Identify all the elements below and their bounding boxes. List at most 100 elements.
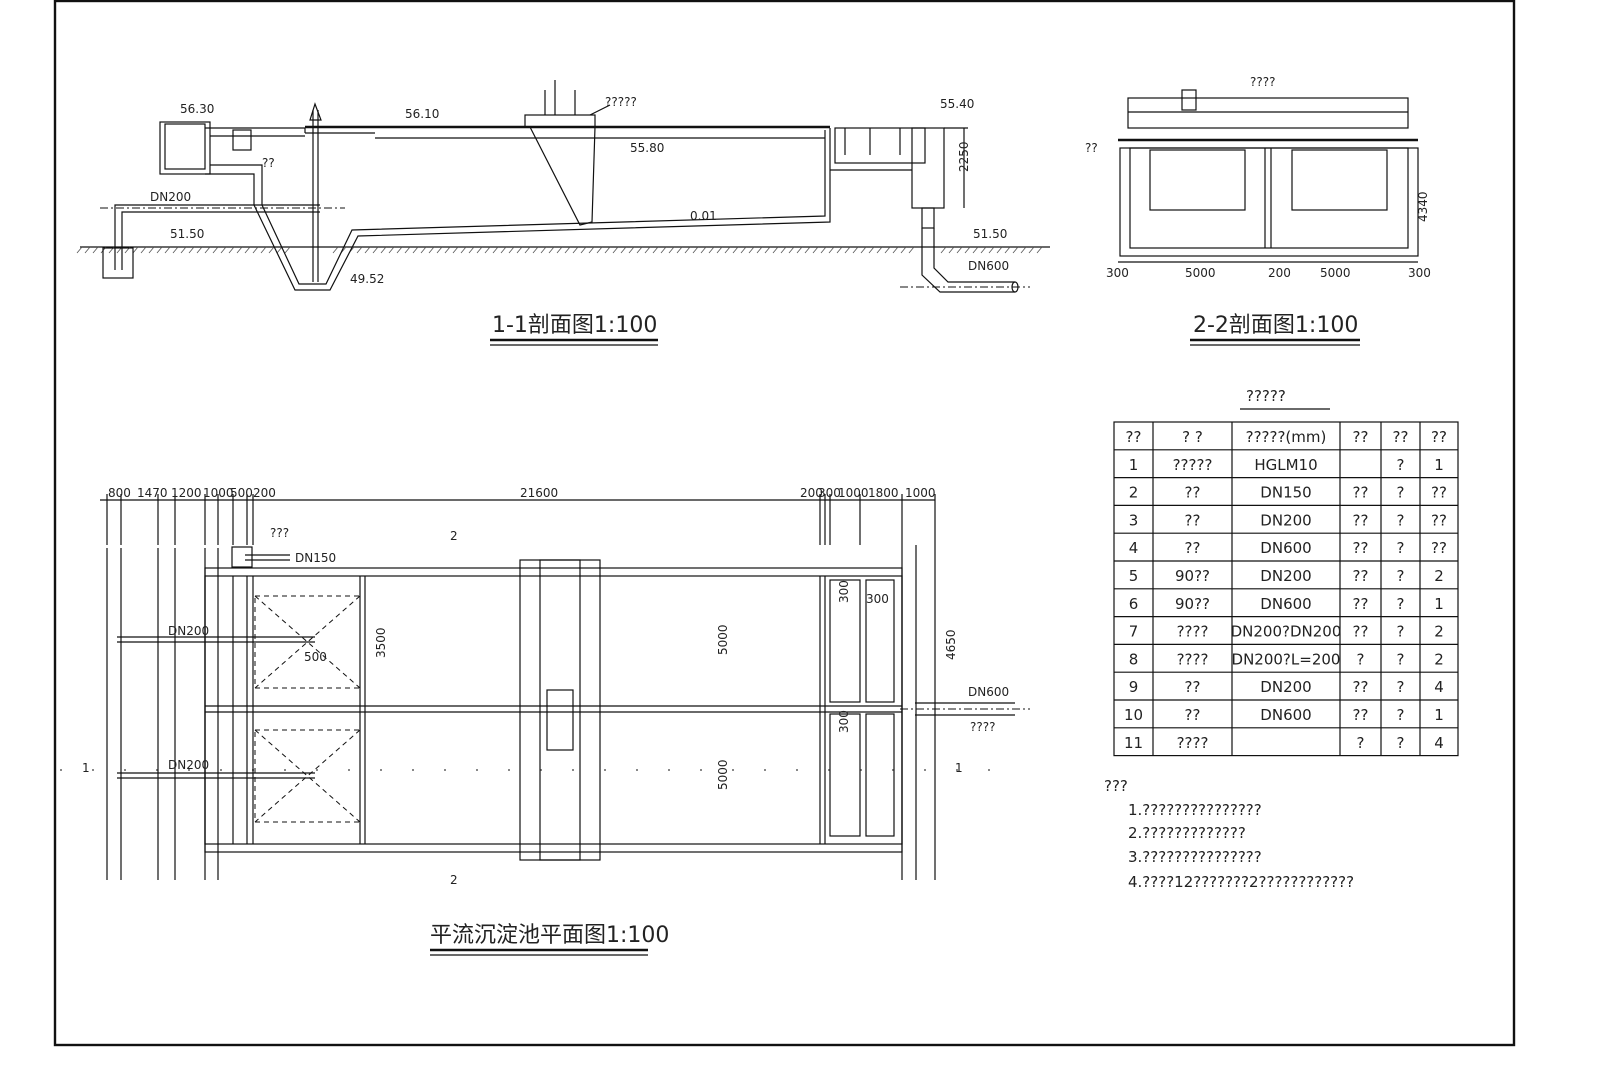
bridge-railing xyxy=(1127,97,1409,129)
table-cell: ? xyxy=(1357,734,1365,752)
section-mark-2: 2 xyxy=(450,529,458,543)
table-cell: 2 xyxy=(1129,484,1139,502)
table-cell: ?? xyxy=(1431,511,1447,529)
scraper-label: ????? xyxy=(605,95,637,109)
equipment-table: ????? ??? ??????(mm)??????1?????HGLM10?1… xyxy=(1113,387,1459,757)
table-cell: 1 xyxy=(1129,456,1139,474)
dim: 1000 xyxy=(905,486,936,500)
table-cell: 4 xyxy=(1129,539,1139,557)
table-cell: DN200 xyxy=(1260,678,1311,696)
table-cell: ?? xyxy=(1185,511,1201,529)
pipe-inlet-label: DN200 xyxy=(150,190,191,204)
table-cell: ? xyxy=(1397,539,1405,557)
dim-height: 4340 xyxy=(1416,191,1430,222)
table-cell: ?? xyxy=(1431,484,1447,502)
section-1-1: 56.30 56.10 55.80 55.40 51.50 51.50 49.5… xyxy=(76,80,1050,346)
label-left: ?? xyxy=(1085,141,1098,155)
dim: 200 xyxy=(800,486,823,500)
note-item: 2.????????????? xyxy=(1128,824,1246,842)
dim: 500 xyxy=(230,486,253,500)
table-cell: ? xyxy=(1357,650,1365,668)
table-cell: 10 xyxy=(1124,706,1143,724)
table-cell: 2 xyxy=(1434,650,1444,668)
dim: 1000 xyxy=(838,486,869,500)
slope-label: 0.01 xyxy=(690,209,717,223)
table-cell: 8 xyxy=(1129,650,1139,668)
table-header-cell: ?????(mm) xyxy=(1246,428,1327,446)
elev-water: 55.80 xyxy=(630,141,664,155)
dim-height: 2250 xyxy=(957,141,971,172)
tank-section xyxy=(1119,147,1419,257)
scraper-bridge xyxy=(524,114,596,128)
dim: 300 xyxy=(1408,266,1431,280)
table-header-cell: ?? xyxy=(1353,428,1369,446)
elev-outlet: 55.40 xyxy=(940,97,974,111)
table-cell: DN200?L=200 xyxy=(1232,650,1341,668)
table-cell: ? xyxy=(1397,678,1405,696)
table-title: ????? xyxy=(1246,387,1286,405)
dim: 1000 xyxy=(203,486,234,500)
table-cell: ? xyxy=(1397,567,1405,585)
note-item: 1.??????????????? xyxy=(1128,801,1262,819)
elev-top: 56.10 xyxy=(405,107,439,121)
table-cell: ?? xyxy=(1353,623,1369,641)
table-cell: 90?? xyxy=(1175,595,1210,613)
outlet-well xyxy=(911,127,945,209)
table-cell: 6 xyxy=(1129,595,1139,613)
note-item: 3.??????????????? xyxy=(1128,848,1262,866)
table-cell: 90?? xyxy=(1175,567,1210,585)
dim: 200 xyxy=(253,486,276,500)
valve-box xyxy=(231,546,253,568)
dim: 1800 xyxy=(868,486,899,500)
plan-view: 800 1470 1200 1000 500 200 21600 200 300… xyxy=(60,486,1030,956)
dim: 500 xyxy=(304,650,327,664)
table-cell: ? xyxy=(1397,511,1405,529)
pipe-outlet-label: DN600 xyxy=(968,259,1009,273)
dim: 4650 xyxy=(944,629,958,660)
pipe-dn200-label: DN200 xyxy=(168,758,209,772)
plan-title: 平流沉淀池平面图1:100 xyxy=(430,923,669,948)
table-cell: DN600 xyxy=(1260,706,1311,724)
trough xyxy=(232,129,252,151)
table-cell: ?? xyxy=(1353,511,1369,529)
inlet-box xyxy=(164,123,206,170)
table-cell: DN200 xyxy=(1260,511,1311,529)
table-cell: ? xyxy=(1397,595,1405,613)
dim: 800 xyxy=(108,486,131,500)
outlet-label: ???? xyxy=(970,720,995,734)
table-cell: ?? xyxy=(1185,678,1201,696)
pipe-dn150-label: DN150 xyxy=(295,551,336,565)
notes: ??? 1.??????????????? 2.????????????? 3.… xyxy=(1104,777,1354,891)
section-mark-1: 1 xyxy=(82,761,90,775)
table-cell: ?? xyxy=(1353,539,1369,557)
table-cell: ???? xyxy=(1177,734,1209,752)
table-cell: 4 xyxy=(1434,678,1444,696)
elev-ground-right: 51.50 xyxy=(973,227,1007,241)
section-2-2: ???? ?? 4340 300 5000 200 5000 300 2-2剖面… xyxy=(1085,75,1431,346)
elev-inlet: 56.30 xyxy=(180,102,214,116)
section-mark-1: 1 xyxy=(955,761,963,775)
pipe-dn200-label: DN200 xyxy=(168,624,209,638)
table-cell: HGLM10 xyxy=(1254,456,1317,474)
table-cell: 3 xyxy=(1129,511,1139,529)
table-cell: 1 xyxy=(1434,706,1444,724)
drawing-frame xyxy=(53,0,1516,1047)
table-cell: DN200 xyxy=(1260,567,1311,585)
table-cell: 2 xyxy=(1434,623,1444,641)
table-cell: 7 xyxy=(1129,623,1139,641)
table-cell: 1 xyxy=(1434,595,1444,613)
table-cell: ?? xyxy=(1185,706,1201,724)
dim: 1470 xyxy=(137,486,168,500)
table-cell: ? xyxy=(1397,484,1405,502)
dim: 300 xyxy=(837,710,851,733)
table-cell: ?? xyxy=(1353,595,1369,613)
dim-main: 21600 xyxy=(520,486,558,500)
dim: 5000 xyxy=(716,624,730,655)
table-cell: 9 xyxy=(1129,678,1139,696)
table-cell: ? xyxy=(1397,650,1405,668)
pipe-dn600-label: DN600 xyxy=(968,685,1009,699)
dim: 300 xyxy=(818,486,841,500)
table-cell: ?? xyxy=(1353,706,1369,724)
tank-plan-outline xyxy=(204,567,903,853)
table-cell: ?? xyxy=(1353,567,1369,585)
